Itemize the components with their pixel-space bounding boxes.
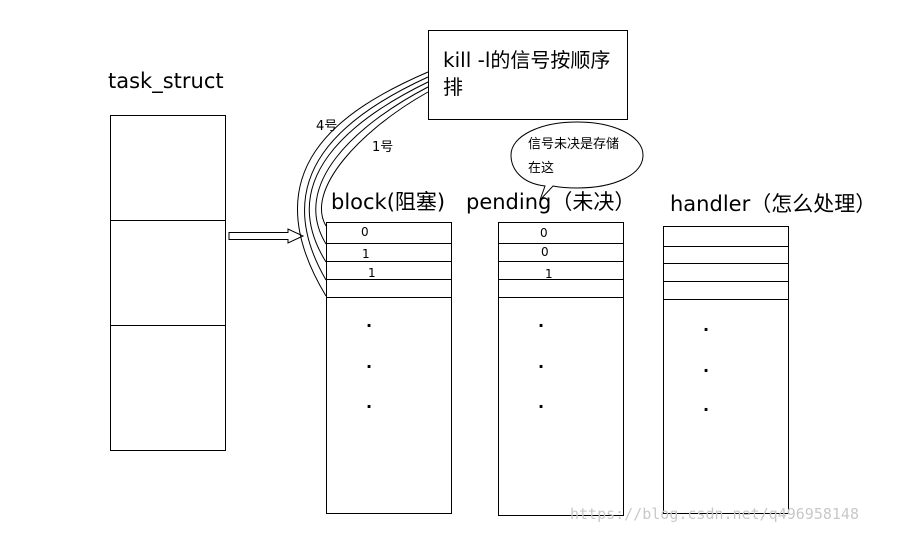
callout-bubble (510, 121, 644, 201)
pending-title: pending（未决） (466, 190, 636, 214)
handler-title: handler（怎么处理） (670, 192, 877, 216)
block-ellipsis-dot: · (366, 316, 373, 335)
pending-value: 1 (545, 267, 553, 281)
task-struct-title: task_struct (108, 69, 224, 93)
block-value: 1 (368, 266, 376, 280)
block-value: 1 (362, 247, 370, 261)
block-ellipsis-dot: · (366, 397, 373, 416)
handler-ellipsis-dot: · (703, 320, 710, 339)
handler-table (663, 226, 789, 514)
pending-value: 0 (540, 226, 548, 240)
signal-4-label: 4号 (316, 119, 338, 134)
pending-ellipsis-dot: · (538, 316, 545, 335)
kill-note-box (428, 30, 628, 120)
pending-ellipsis-dot: · (538, 397, 545, 416)
block-table (326, 222, 452, 514)
signal-1-label: 1号 (372, 140, 394, 155)
pending-ellipsis-dot: · (538, 357, 545, 376)
block-title: block(阻塞) (331, 190, 446, 214)
kill-note-text: kill -l的信号按顺序排 (443, 48, 611, 99)
callout-text: 信号未决是存储在这 (528, 137, 620, 177)
watermark: https://blog.csdn.net/q496958148 (570, 505, 859, 523)
handler-ellipsis-dot: · (703, 400, 710, 419)
block-ellipsis-dot: · (366, 357, 373, 376)
block-value: 0 (361, 225, 369, 239)
hollow-arrow (228, 228, 305, 244)
task-struct-box (110, 115, 226, 451)
pending-table (498, 222, 624, 516)
signal-curves (296, 71, 429, 297)
pending-value: 0 (541, 245, 549, 259)
handler-ellipsis-dot: · (703, 361, 710, 380)
